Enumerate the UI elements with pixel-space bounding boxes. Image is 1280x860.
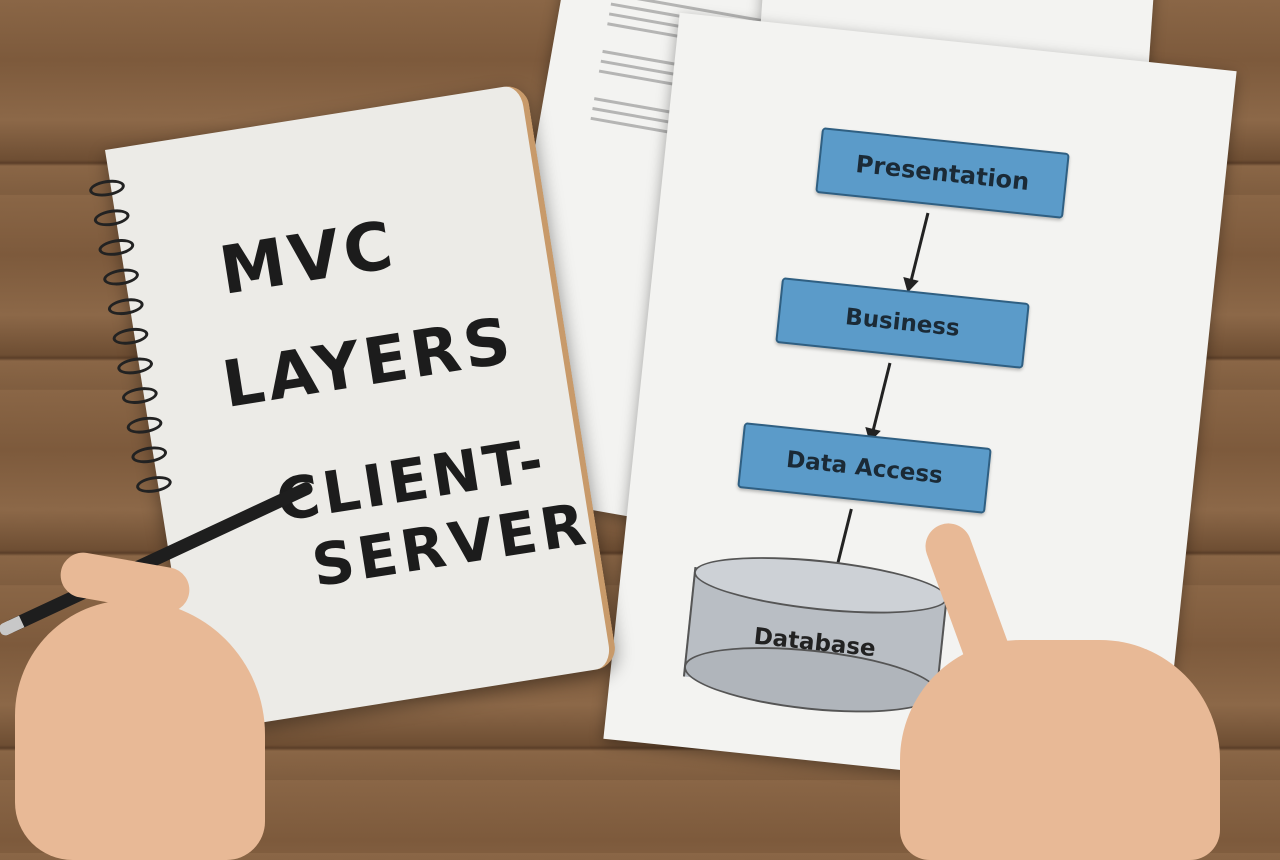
layer-label-data-access: Data Access: [784, 446, 945, 490]
layer-label-business: Business: [844, 304, 961, 342]
notebook-text-layers: LAYERS: [217, 303, 520, 423]
database-cylinder: Database: [680, 547, 951, 723]
left-hand: [15, 600, 265, 860]
layer-label-presentation: Presentation: [854, 149, 1031, 197]
right-hand: [900, 640, 1220, 860]
notebook-text-mvc: MVC: [214, 206, 402, 310]
